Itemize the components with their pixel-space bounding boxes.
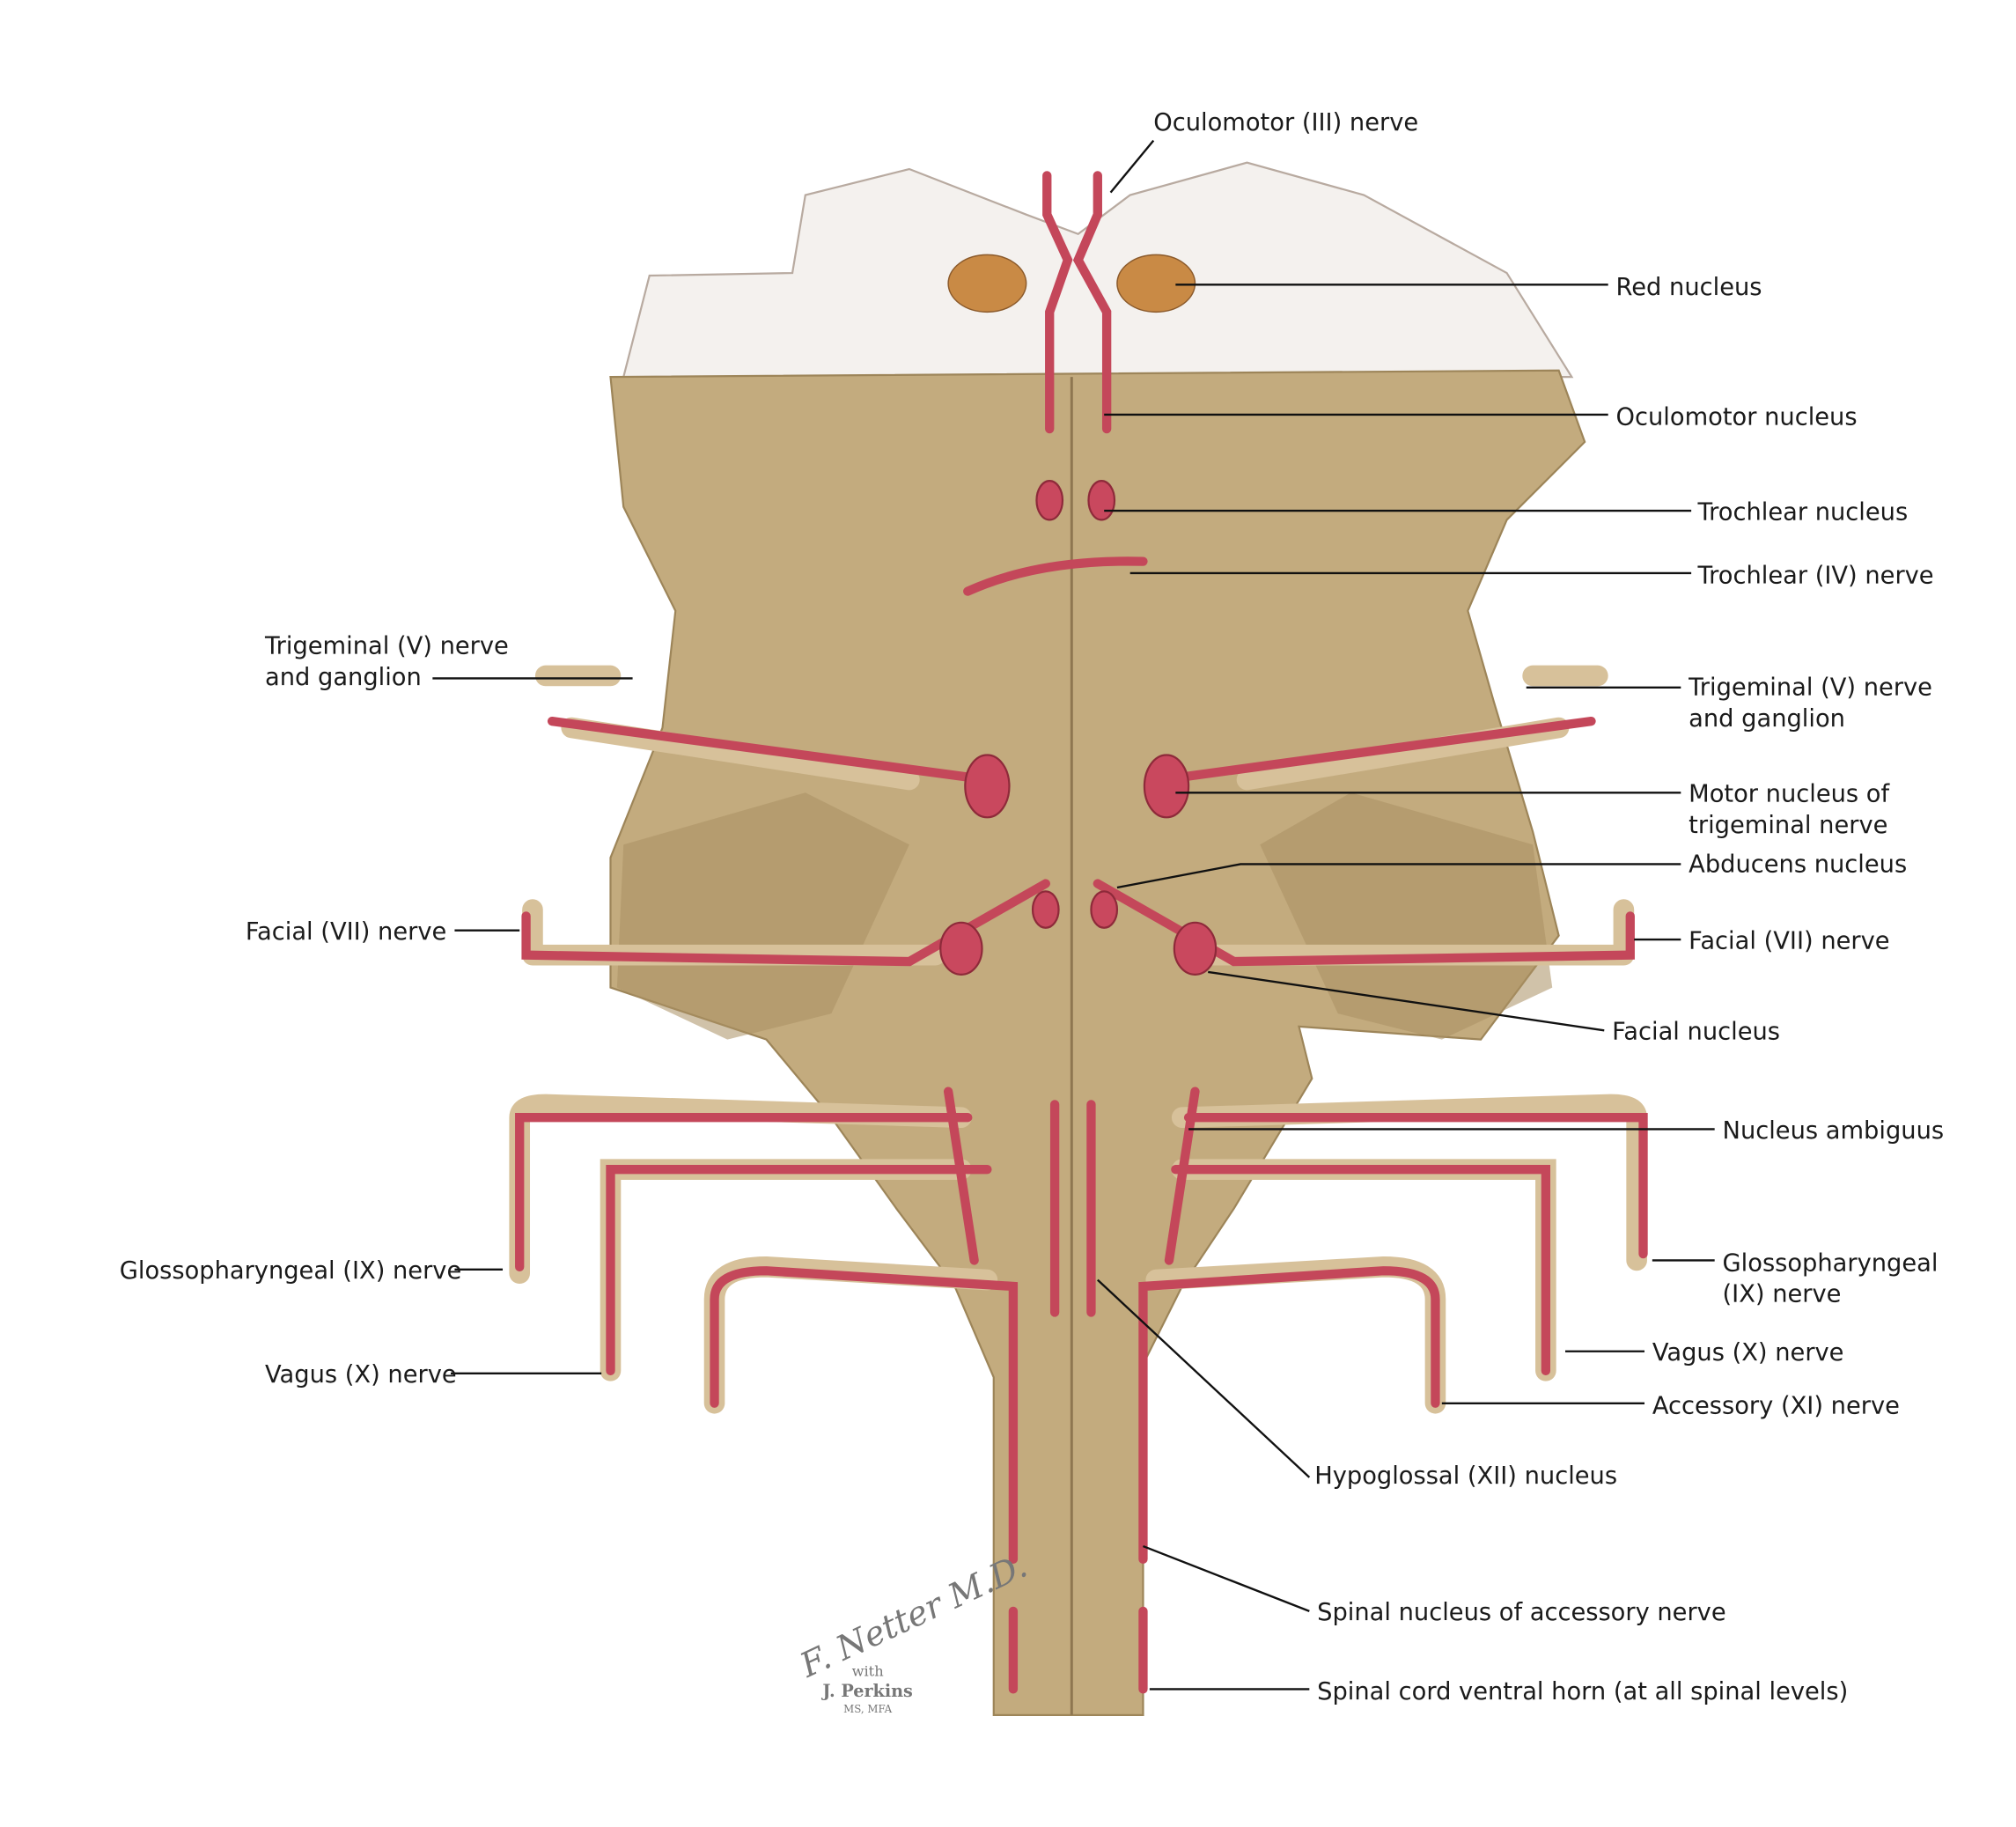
ix-x-nerves-right [1171, 1112, 1648, 1376]
hypoglossal-columns [1049, 1100, 1096, 1317]
label-facial-nucleus: Facial nucleus [1612, 1019, 1780, 1046]
label-abducens-nucleus: Abducens nucleus [1689, 851, 1907, 878]
label-trigeminal-right-line2: and ganglion [1689, 705, 1845, 733]
label-vagus-right: Vagus (X) nerve [1652, 1339, 1844, 1367]
trigeminal-motor-right [1158, 716, 1596, 785]
nucleus-ambiguus-columns [943, 1087, 1200, 1265]
oculomotor-nerve-right [1072, 171, 1112, 434]
facial-nucleus-right [1173, 921, 1218, 976]
label-trigeminal-left-line2: and ganglion [265, 664, 422, 691]
motor-trigeminal-nucleus-left [964, 754, 1011, 819]
facial-nerve-left [521, 879, 1050, 967]
middle-cerebellar-peduncle-left [616, 792, 909, 1040]
label-glossopharyngeal-right-line2: (IX) nerve [1723, 1281, 1842, 1308]
signature-credentials: MS, MFA [843, 1703, 892, 1715]
middle-cerebellar-peduncle-right [1260, 792, 1553, 1040]
label-facial-nerve-left: Facial (VII) nerve [246, 918, 446, 946]
label-red-nucleus: Red nucleus [1616, 274, 1762, 301]
midbrain-section [622, 161, 1574, 379]
label-oculomotor-nerve: Oculomotor (III) nerve [1153, 109, 1418, 136]
label-motor-trigeminal-line2: trigeminal nerve [1689, 812, 1887, 839]
label-oculomotor-nucleus: Oculomotor nucleus [1616, 404, 1858, 431]
trigeminal-ganglion-left [534, 665, 920, 791]
label-trochlear-nerve: Trochlear (IV) nerve [1696, 563, 1933, 590]
trochlear-nucleus-right [1087, 480, 1116, 521]
facial-nerve-right [1093, 879, 1635, 967]
abducens-nucleus-right [1090, 890, 1119, 929]
label-glossopharyngeal-right-line1: Glossopharyngeal [1723, 1249, 1939, 1277]
accessory-nerves [710, 1266, 1440, 1564]
label-trigeminal-left-line1: Trigeminal (V) nerve [264, 632, 509, 659]
ventral-horn-columns [1008, 1606, 1148, 1694]
trochlear-nucleus-left [1035, 480, 1064, 521]
label-trigeminal-right-line1: Trigeminal (V) nerve [1688, 674, 1932, 702]
label-vagus-left: Vagus (X) nerve [265, 1361, 457, 1389]
oculomotor-nerve-left [1042, 171, 1073, 434]
signature-with: with [852, 1663, 884, 1680]
pons [609, 369, 1586, 1716]
brainstem-illustration [509, 161, 1648, 1716]
red-nucleus-right [1116, 254, 1196, 313]
label-trochlear-nucleus: Trochlear nucleus [1696, 498, 1908, 526]
signature-coauthor: J. Perkins [820, 1681, 912, 1701]
label-accessory-nerve: Accessory (XI) nerve [1652, 1393, 1900, 1420]
motor-trigeminal-nucleus-right [1143, 754, 1190, 819]
red-nucleus-left [947, 254, 1027, 313]
leader-lines [432, 139, 1715, 1691]
label-glossopharyngeal-left: Glossopharyngeal (IX) nerve [120, 1257, 462, 1285]
label-spinal-accessory-nucleus: Spinal nucleus of accessory nerve [1317, 1599, 1725, 1626]
facial-nucleus-left [939, 921, 983, 976]
label-nucleus-ambiguus: Nucleus ambiguus [1723, 1117, 1945, 1145]
label-ventral-horn: Spinal cord ventral horn (at all spinal … [1317, 1678, 1848, 1705]
labels: Oculomotor (III) nerve Red nucleus Oculo… [120, 109, 1944, 1705]
trigeminal-motor-left [547, 716, 992, 785]
abducens-nucleus-left [1031, 890, 1060, 929]
trochlear-nerve [963, 556, 1148, 596]
label-motor-trigeminal-line1: Motor nucleus of [1689, 781, 1890, 808]
label-hypoglossal-nucleus: Hypoglossal (XII) nucleus [1314, 1462, 1617, 1490]
label-facial-nerve-right: Facial (VII) nerve [1689, 927, 1889, 954]
motor-nerves [515, 171, 1648, 1694]
ix-x-nerves-left [515, 1112, 992, 1376]
